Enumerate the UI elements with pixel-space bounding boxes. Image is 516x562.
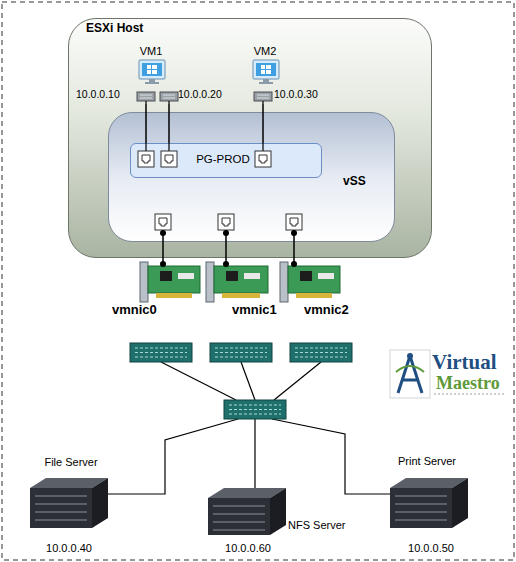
ip-address: 10.0.0.40 — [46, 542, 92, 555]
nic-bracket — [140, 262, 148, 302]
logo-text: Virtual — [432, 352, 497, 373]
server-top — [30, 478, 108, 488]
nic-chip — [318, 273, 334, 279]
server-bays — [395, 496, 447, 520]
virtual-machine: VM1 10.0.0.10 10.0.0.20 — [76, 46, 230, 104]
logo-text: Maestro — [436, 374, 500, 392]
server: Print Server 10.0.0.50 — [378, 452, 484, 555]
server-icon — [30, 478, 468, 535]
switch-ports — [229, 405, 281, 414]
vswitch-box: PG-PROD vSS — [108, 112, 395, 242]
network-wire — [108, 419, 390, 494]
server: File Server 10.0.0.40 — [20, 452, 120, 555]
switch-body — [290, 343, 352, 362]
node-title: vmnic1 — [232, 303, 277, 318]
nic-board — [288, 266, 340, 293]
nic-bracket — [280, 262, 288, 302]
switch-body — [224, 400, 286, 419]
ip-address: 10.0.0.10 — [76, 88, 120, 100]
nic-chip — [178, 273, 194, 279]
host-box: VM1 10.0.0.10 10.0.0.20 VM2 10.0.0.30PG-PROD… — [68, 18, 432, 258]
physical-nic: vmnic1 — [204, 262, 290, 320]
server-front — [30, 488, 92, 528]
nic-board — [148, 266, 200, 293]
network-wire — [161, 362, 321, 400]
node-title: ESXi Host — [86, 22, 143, 36]
node-title: vmnic2 — [304, 303, 349, 318]
server-front — [208, 498, 270, 535]
server-top — [208, 488, 286, 498]
logo-frame — [390, 350, 430, 398]
physical-nic: vmnic0 — [110, 262, 204, 320]
ip-address: 10.0.0.50 — [408, 542, 454, 555]
nic-chip — [226, 271, 238, 281]
ip-address: 10.0.0.20 — [178, 88, 222, 100]
nic-contacts — [222, 293, 260, 298]
nic-contacts — [156, 293, 192, 298]
logo-pivot — [407, 353, 413, 359]
ip-address: 10.0.0.60 — [225, 542, 271, 555]
node-title: vSS — [343, 175, 366, 189]
logo-tagline — [434, 394, 506, 395]
nic-contacts — [296, 293, 332, 298]
physical-nic: vmnic2 — [278, 262, 360, 320]
node-title: PG-PROD — [196, 153, 250, 166]
switch-ports — [215, 348, 267, 357]
node-title: VM2 — [254, 45, 277, 58]
server-side — [92, 478, 108, 528]
port-group-box: PG-PROD — [130, 143, 322, 178]
node-title: File Server — [44, 456, 97, 469]
nic-chip — [160, 271, 172, 281]
connection-dot — [291, 261, 297, 267]
switch-body — [130, 343, 192, 362]
nic-chip — [300, 271, 312, 281]
logo-compass — [398, 356, 422, 393]
nic-chip — [244, 273, 260, 279]
ip-address: 10.0.0.30 — [274, 88, 318, 100]
nic-board — [214, 266, 268, 293]
switch-body — [210, 343, 272, 362]
server-bays — [35, 496, 87, 520]
logo-arc — [396, 366, 424, 372]
node-title: vmnic0 — [112, 303, 157, 318]
switch-ports — [135, 348, 187, 357]
server: NFS Server 10.0.0.60 — [205, 482, 355, 555]
network-switch-icon — [130, 343, 352, 419]
virtual-machine: VM2 10.0.0.30 — [238, 46, 332, 104]
connection-dot — [160, 261, 166, 267]
connection-dot — [223, 261, 229, 267]
switch-ports — [295, 348, 347, 357]
server-bays — [213, 506, 265, 530]
nic-card-icon — [140, 262, 340, 302]
logo-mark — [390, 350, 506, 398]
node-title: NFS Server — [288, 519, 345, 532]
node-title: Print Server — [398, 455, 456, 468]
server-side — [270, 488, 286, 535]
server-side — [452, 478, 468, 528]
server-top — [390, 478, 468, 488]
node-title: VM1 — [140, 45, 163, 58]
server-front — [390, 488, 452, 528]
nic-bracket — [206, 262, 214, 302]
